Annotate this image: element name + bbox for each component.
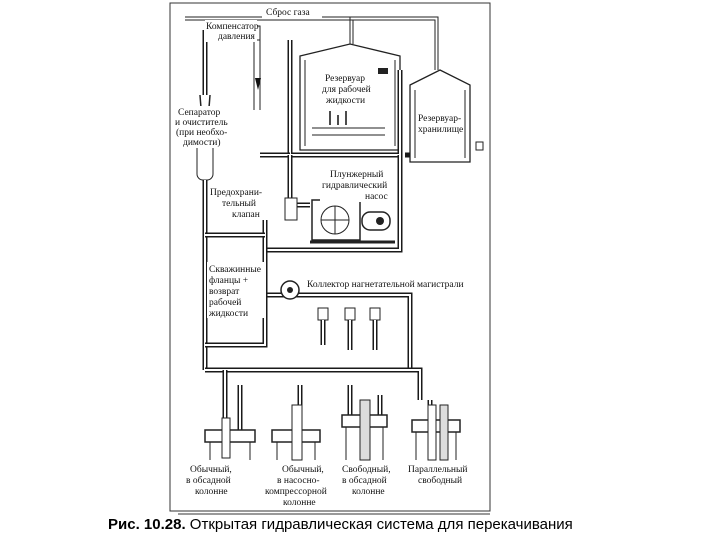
svg-text:компрессорной: компрессорной [265, 486, 327, 497]
label-relief-valve: Предохрани- тельный клапан [208, 186, 268, 220]
svg-text:Плунжерный: Плунжерный [330, 169, 383, 180]
svg-text:в обсадной: в обсадной [342, 475, 387, 486]
svg-text:рабочей: рабочей [209, 297, 241, 308]
label-well-4: Параллельный свободный [408, 464, 467, 486]
svg-text:Обычный,: Обычный, [282, 464, 324, 475]
label-plunger-pump: Плунжерный гидравлический насос [320, 168, 395, 202]
svg-text:Компенсатор: Компенсатор [206, 22, 259, 32]
label-separator: Сепаратор и очиститель (при необхо- димо… [172, 106, 232, 148]
svg-text:Резервуар: Резервуар [325, 74, 365, 84]
wellhead-3 [341, 399, 388, 461]
label-compensator: Компенсатор давления [205, 20, 259, 42]
wellhead-2 [271, 404, 321, 461]
label-wellhead: Скважинные фланцы + возврат рабочей жидк… [207, 262, 265, 319]
label-well-1: Обычный, в обсадной колонне [186, 464, 232, 497]
svg-text:Обычный,: Обычный, [190, 464, 232, 475]
svg-text:колонне: колонне [195, 487, 228, 497]
svg-text:димости): димости) [183, 137, 221, 148]
figure-caption: Рис. 10.28. Открытая гидравлическая сист… [108, 516, 708, 533]
label-manifold: Коллектор нагнетательной магистрали [305, 278, 485, 290]
label-working-tank: Резервуар для рабочей жидкости [322, 74, 371, 106]
wellhead-1 [204, 417, 256, 460]
label-gas-vent: Сброс газа [262, 6, 322, 18]
svg-text:колонне: колонне [352, 487, 385, 497]
plunger-pump [284, 197, 395, 244]
svg-text:в насосно-: в насосно- [277, 476, 320, 486]
svg-text:Скважинные: Скважинные [209, 265, 261, 275]
svg-text:колонне: колонне [283, 498, 316, 508]
label-storage-tank: Резервуар- хранилище [418, 114, 463, 135]
svg-text:фланцы +: фланцы + [209, 275, 248, 286]
svg-text:возврат: возврат [209, 287, 240, 297]
label-well-3: Свободный, в обсадной колонне [342, 464, 391, 497]
svg-text:жидкости: жидкости [208, 309, 248, 319]
svg-text:хранилище: хранилище [418, 125, 463, 135]
svg-text:тельный: тельный [222, 198, 256, 209]
svg-text:для рабочей: для рабочей [322, 84, 371, 95]
svg-text:Параллельный: Параллельный [408, 464, 467, 475]
svg-text:Предохрани-: Предохрани- [210, 188, 262, 198]
svg-text:Свободный,: Свободный, [342, 464, 391, 475]
figure-number: Рис. 10.28. [108, 516, 186, 533]
svg-text:в обсадной: в обсадной [186, 475, 231, 486]
svg-text:насос: насос [365, 192, 388, 202]
svg-text:жидкости: жидкости [325, 96, 365, 106]
wellhead-4 [411, 404, 461, 461]
storage-tank [409, 69, 484, 163]
svg-text:Коллектор нагнетательной магис: Коллектор нагнетательной магистрали [307, 279, 464, 290]
svg-text:(при необхо-: (при необхо- [176, 127, 227, 138]
svg-text:давления: давления [218, 32, 256, 42]
figure-caption-text: Открытая гидравлическая система для пере… [189, 516, 573, 533]
label-well-2: Обычный, в насосно- компрессорной колонн… [265, 464, 327, 508]
svg-text:свободный: свободный [418, 475, 462, 486]
injection-manifold [280, 280, 381, 350]
svg-text:Сепаратор: Сепаратор [178, 108, 220, 118]
svg-text:Сброс газа: Сброс газа [266, 7, 310, 18]
svg-text:Резервуар-: Резервуар- [418, 114, 461, 124]
svg-text:и очиститель: и очиститель [175, 118, 228, 128]
svg-text:гидравлический: гидравлический [322, 180, 387, 191]
figure-frame [169, 2, 491, 512]
svg-text:клапан: клапан [232, 210, 260, 220]
well-lines [222, 370, 433, 430]
